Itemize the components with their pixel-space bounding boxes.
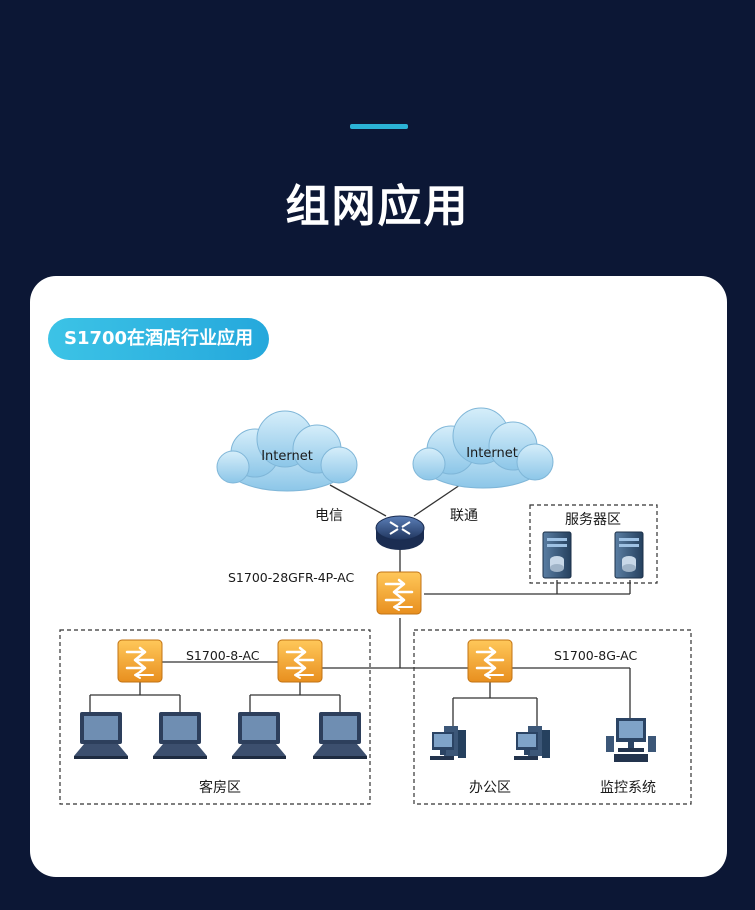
room-switch-icon-1: [116, 638, 164, 684]
laptop-icon-4: [313, 712, 367, 759]
guest-room-zone: [59, 629, 371, 805]
internet-label-left: Internet: [261, 449, 313, 464]
office-zone-label: 办公区: [469, 780, 511, 796]
laptop-icon-2: [153, 712, 207, 759]
laptop-icon-1: [74, 712, 128, 759]
desktop-icon-2: [514, 726, 550, 760]
server-zone-label: 服务器区: [565, 512, 621, 528]
internet-label-right: Internet: [466, 446, 518, 461]
laptop-icon-3: [232, 712, 286, 759]
guest-room-zone-label: 客房区: [199, 779, 241, 796]
server-icon-2: [614, 531, 644, 579]
section-badge: S1700在酒店行业应用: [48, 318, 270, 360]
room-switch-icon-2: [276, 638, 324, 684]
router-icon: [375, 515, 425, 550]
server-icon-1: [542, 531, 572, 579]
office-switch-icon: [466, 638, 514, 684]
accent-bar: [350, 124, 408, 129]
isp-label-right: 联通: [450, 508, 478, 524]
office-switch-label: S1700-8G-AC: [554, 648, 637, 663]
office-zone: [413, 629, 692, 805]
core-switch-icon: [375, 570, 423, 616]
connection-lines: [89, 484, 631, 726]
core-switch-label: S1700-28GFR-4P-AC: [228, 570, 355, 585]
server-zone: [529, 504, 658, 584]
desktop-icon-1: [430, 726, 466, 760]
isp-label-left: 电信: [315, 508, 343, 524]
monitoring-workstation-icon: [606, 718, 656, 762]
room-switch-label: S1700-8-AC: [186, 648, 260, 663]
page-title: 组网应用: [285, 181, 470, 232]
monitoring-zone-label: 监控系统: [600, 780, 656, 796]
